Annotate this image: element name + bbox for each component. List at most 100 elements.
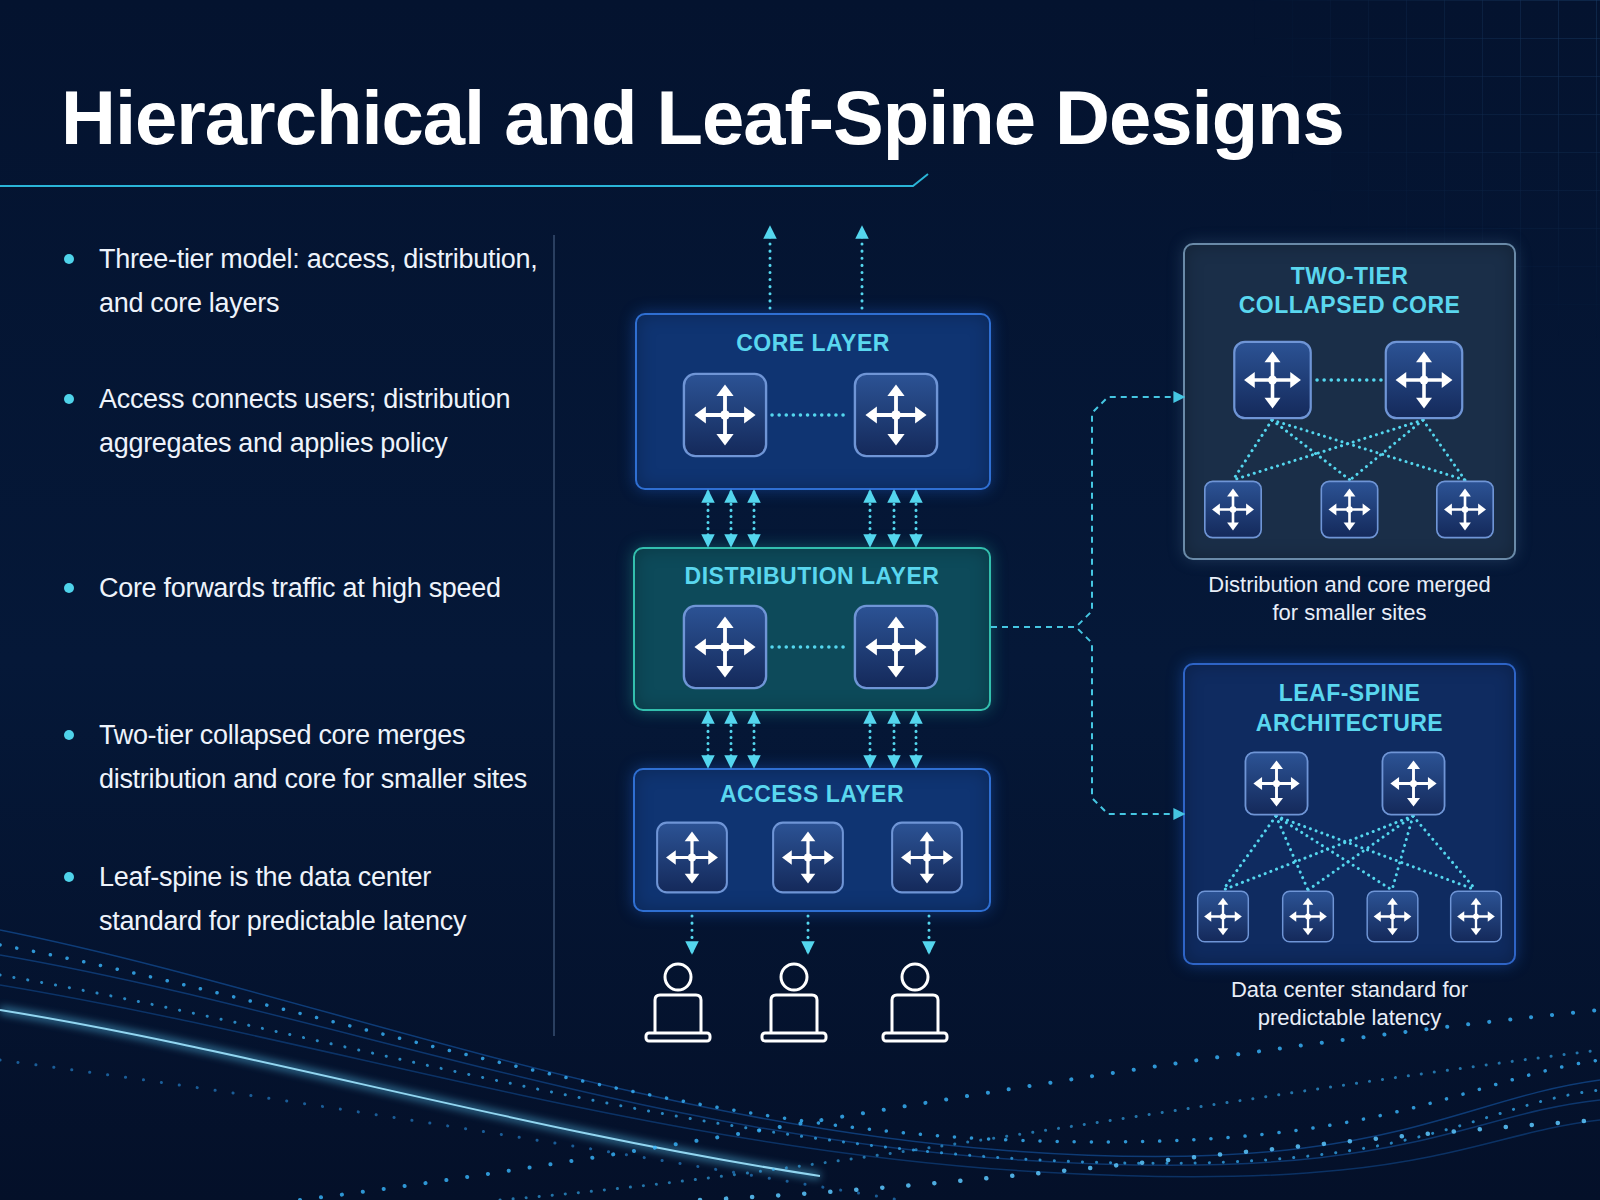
connector-line (915, 492, 918, 545)
title-underline (0, 174, 928, 186)
user-arrow (691, 916, 694, 952)
wave-dots (500, 1050, 1600, 1200)
user-head (902, 964, 928, 990)
switch-icon (1451, 891, 1502, 942)
laptop-screen (892, 995, 938, 1032)
mesh-link (1350, 420, 1423, 480)
switch-icon (684, 606, 766, 688)
laptop-base (883, 1033, 947, 1041)
user-head (665, 964, 691, 990)
wave-dots (700, 1120, 1600, 1200)
box-heading: CORE LAYER (648, 329, 978, 357)
switch-icon (1386, 342, 1462, 418)
wave-highlight (0, 1010, 820, 1176)
laptop-screen (655, 995, 701, 1032)
connector-line (730, 713, 733, 766)
page-title: Hierarchical and Leaf-Spine Designs (61, 80, 1344, 156)
wave-dots (0, 1060, 900, 1200)
connector-line (707, 713, 710, 766)
mesh-link (1233, 420, 1272, 480)
mesh-link (1276, 816, 1308, 890)
mesh-link (1308, 816, 1413, 890)
connector (708, 492, 916, 545)
peer-link (1317, 378, 1381, 382)
mesh-link (1392, 816, 1413, 890)
flow-arrows (692, 228, 929, 952)
switch-icon (1283, 891, 1334, 942)
user-icons (646, 964, 947, 1041)
divider-line (553, 235, 555, 1036)
wave (0, 930, 1600, 1200)
user-icon (762, 964, 826, 1041)
box-heading: DISTRIBUTION LAYER (642, 562, 982, 590)
bullet-text: Two-tier collapsed core merges distribut… (99, 713, 539, 801)
laptop-base (762, 1033, 826, 1041)
mesh-link (1423, 420, 1465, 480)
mesh-links (1223, 420, 1476, 890)
wave-glow (0, 1010, 820, 1176)
switch-icon (1205, 481, 1261, 537)
wave-dots (0, 975, 1600, 1163)
user-icon (646, 964, 710, 1041)
user-icon (883, 964, 947, 1041)
bullet-text: Core forwards traffic at high speed (99, 566, 539, 610)
mesh-link (1272, 420, 1350, 480)
switch-icon (855, 374, 937, 456)
switch-icon (1321, 481, 1377, 537)
user-arrow (928, 916, 931, 952)
design-panel: LEAF-SPINE ARCHITECTUREData center stand… (1183, 663, 1516, 965)
switch-icon (1245, 752, 1307, 814)
switch-icon (657, 823, 727, 893)
uplink-arrow (861, 228, 864, 308)
switch-icon (1437, 481, 1493, 537)
peer-link (772, 645, 850, 649)
connector-line (893, 492, 896, 545)
bullet-text: Three-tier model: access, distribution, … (99, 237, 539, 325)
user-head (781, 964, 807, 990)
connector-line (991, 397, 1183, 627)
box-caption: Data center standard for predictable lat… (1200, 976, 1500, 1032)
user-arrow (807, 916, 810, 952)
box-heading: ACCESS LAYER (642, 780, 982, 808)
mesh-link (1276, 816, 1476, 890)
bullet-text: Leaf-spine is the data center standard f… (99, 855, 539, 943)
connector (708, 713, 916, 766)
connector-line (869, 492, 872, 545)
connector-line (753, 713, 756, 766)
switch-icon (1234, 342, 1310, 418)
switch-icons (657, 342, 1501, 942)
connector-line (893, 713, 896, 766)
mesh-link (1413, 816, 1476, 890)
switch-icon (855, 606, 937, 688)
switch-icon (1382, 752, 1444, 814)
connector-line (753, 492, 756, 545)
mesh-link (1233, 420, 1423, 480)
wave-dots (300, 1010, 1600, 1200)
dotted-links (772, 380, 1381, 647)
switch-icon (892, 823, 962, 893)
connector (991, 397, 1183, 627)
box-heading: LEAF-SPINE ARCHITECTURE (1225, 678, 1475, 738)
mesh-link (1223, 816, 1413, 890)
layer-box: CORE LAYER (635, 313, 991, 490)
connector-line (869, 713, 872, 766)
wave-line (0, 955, 1600, 1165)
connector (991, 627, 1183, 814)
laptop-base (646, 1033, 710, 1041)
connector-line (707, 492, 710, 545)
connectors (708, 397, 1183, 814)
mesh-link (1272, 420, 1465, 480)
bullet-text: Access connects users; distribution aggr… (99, 377, 539, 465)
switch-icon (684, 374, 766, 456)
connector-line (915, 713, 918, 766)
box-caption: Distribution and core merged for smaller… (1200, 571, 1500, 627)
peer-link (772, 413, 850, 417)
connector-line (730, 492, 733, 545)
uplink-arrow (769, 228, 772, 308)
switch-icon (773, 823, 843, 893)
mesh-link (1276, 816, 1392, 890)
switch-icon (1198, 891, 1249, 942)
mesh-link (1223, 816, 1276, 890)
layer-box: DISTRIBUTION LAYER (633, 547, 991, 711)
